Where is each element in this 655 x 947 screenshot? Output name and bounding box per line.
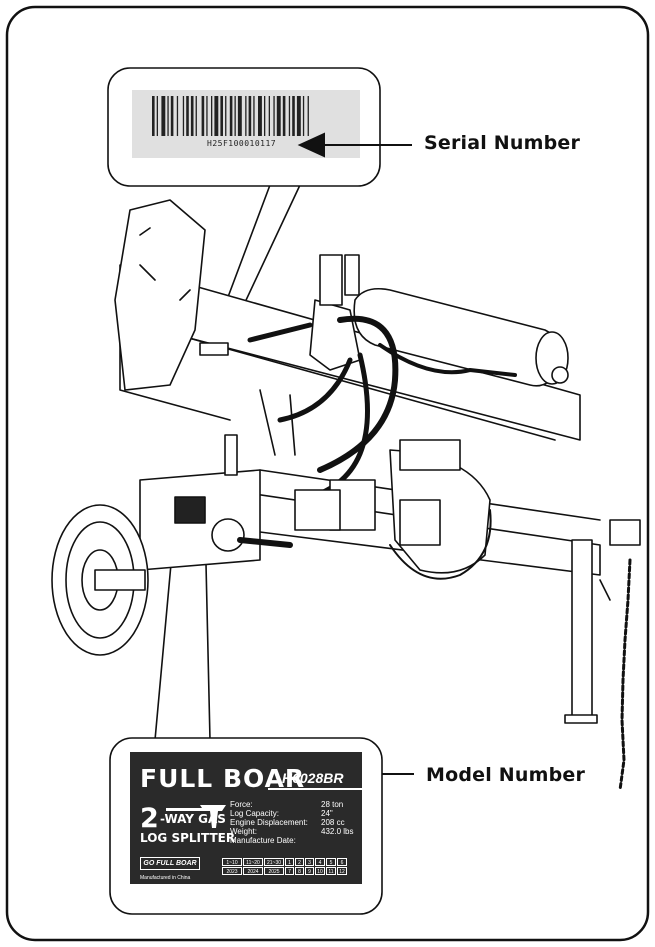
date-grid-cell: 9	[305, 867, 314, 875]
barcode-bar	[167, 96, 169, 136]
date-grid-cell: 2025	[264, 867, 284, 875]
barcode-bar	[170, 96, 174, 136]
serial-arrow-head	[297, 132, 325, 158]
barcode	[152, 96, 309, 136]
serial-number-label: Serial Number	[424, 132, 581, 154]
barcode-bar	[156, 96, 158, 136]
model-plate	[130, 752, 362, 884]
date-grid-cell: 5	[326, 858, 336, 866]
made-in-text: Manufactured in China	[140, 875, 191, 881]
date-grid-cell: 2	[295, 858, 304, 866]
spec-label: Weight:	[230, 827, 257, 836]
date-grid-cell: 3	[305, 858, 314, 866]
date-grid-cell: 11	[326, 867, 336, 875]
date-grid-cell: 1~10	[222, 858, 242, 866]
spec-value: 432.0 lbs	[321, 827, 354, 836]
date-grid-cell: 6	[337, 858, 347, 866]
date-grid-cell: 12	[337, 867, 347, 875]
plate-way-gas: -WAY GAS	[160, 812, 226, 826]
barcode-bar	[276, 96, 281, 136]
barcode-bar	[296, 96, 301, 136]
barcode-bar	[152, 96, 155, 136]
chain	[618, 558, 632, 792]
barcode-bar	[264, 96, 266, 136]
barcode-bar	[237, 96, 242, 136]
date-grid-cell: 4	[315, 858, 325, 866]
barcode-bar	[195, 96, 197, 136]
plate-model-number: H6028BR	[282, 770, 344, 786]
spec-label: Manufacture Date:	[230, 836, 296, 845]
hose-1	[317, 315, 399, 473]
plate-log-splitter: LOG SPLITTER	[140, 831, 236, 845]
spec-label: Force:	[230, 800, 253, 809]
barcode-bar	[214, 96, 219, 136]
barcode-bar	[268, 96, 270, 136]
serial-sticker	[199, 342, 229, 356]
jack-stand	[571, 539, 593, 721]
barcode-bar	[253, 96, 255, 136]
barcode-bar	[282, 96, 286, 136]
barcode-bar	[220, 96, 223, 136]
spec-value: 24"	[321, 809, 333, 818]
date-grid-cell: 1	[285, 858, 294, 866]
barcode-bar	[273, 96, 275, 136]
date-grid-cell: 2024	[243, 867, 263, 875]
barcode-bar	[245, 96, 247, 136]
barcode-bar	[248, 96, 252, 136]
date-grid-cell: 21~30	[264, 858, 284, 866]
page-border	[5, 5, 650, 942]
spec-value: 28 ton	[321, 800, 344, 809]
spec-label: Engine Displacement:	[230, 818, 308, 827]
model-sticker	[174, 496, 206, 524]
wedge-mark	[166, 808, 222, 811]
wedge-plate	[114, 199, 206, 391]
barcode-bar	[182, 96, 185, 136]
model-number-label: Model Number	[426, 764, 586, 786]
barcode-bar	[206, 96, 208, 136]
barcode-bar	[258, 96, 262, 136]
date-grid-cell: 10	[315, 867, 325, 875]
date-grid-cell: 2023	[222, 867, 242, 875]
go-full-boar-badge: GO FULL BOAR	[140, 857, 200, 870]
barcode-bar	[288, 96, 291, 136]
barcode-bar	[211, 96, 213, 136]
valve-block	[309, 299, 361, 371]
barcode-bar	[186, 96, 189, 136]
model-underline	[268, 770, 376, 790]
date-grid-cell: 7	[285, 867, 294, 875]
spec-value: 208 cc	[321, 818, 345, 827]
plate-two: 2	[140, 803, 159, 834]
barcode-text: H25F100010117	[207, 139, 277, 148]
barcode-bar	[292, 96, 295, 136]
barcode-bar	[201, 96, 205, 136]
barcode-bar	[307, 96, 309, 136]
barcode-bar	[225, 96, 227, 136]
barcode-bar	[229, 96, 233, 136]
barcode-bar	[161, 96, 166, 136]
barcode-bar	[190, 96, 194, 136]
barcode-bar	[302, 96, 305, 136]
barcode-bar	[176, 96, 179, 136]
date-grid-cell: 8	[295, 867, 304, 875]
date-grid-cell: 11~20	[243, 858, 263, 866]
barcode-bar	[234, 96, 236, 136]
spec-label: Log Capacity:	[230, 809, 279, 818]
